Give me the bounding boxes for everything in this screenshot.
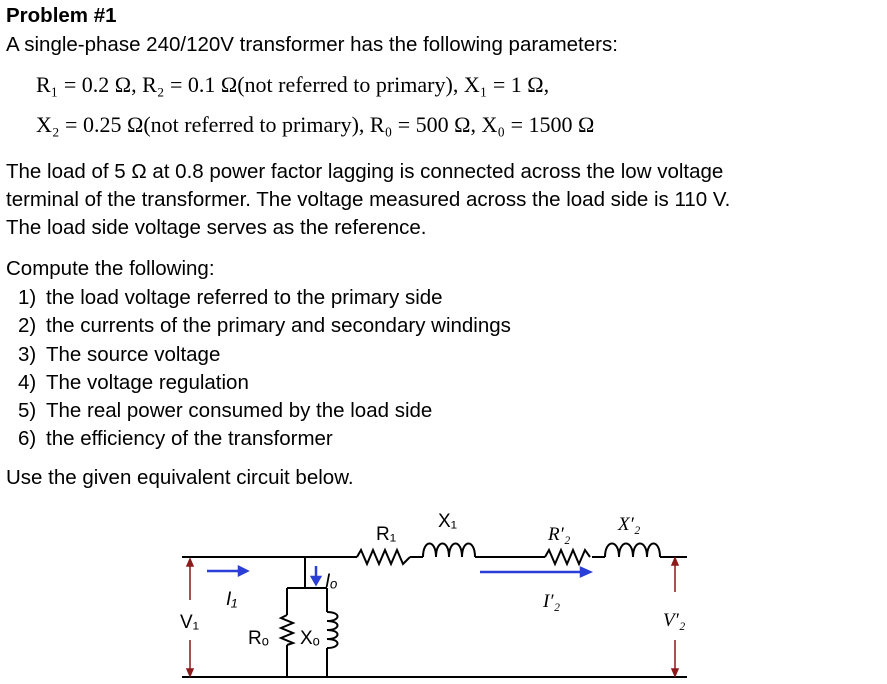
label-r2p: R′₂ bbox=[547, 524, 571, 545]
shunt-wire bbox=[286, 557, 328, 677]
problem-title: Problem #1 bbox=[6, 4, 117, 27]
list-item: 3) The source voltage bbox=[6, 341, 511, 369]
equation-line-2: X₂ = 0.25 Ω(not referred to primary), R₀… bbox=[36, 112, 595, 137]
item-text: The voltage regulation bbox=[46, 370, 249, 394]
item-text: the load voltage referred to the primary… bbox=[46, 286, 443, 309]
equation-line-1: R₁ = 0.2 Ω, R₂ = 0.1 Ω(not referred to p… bbox=[36, 72, 550, 97]
compute-heading: Compute the following: bbox=[6, 257, 215, 280]
label-io: Iₒ bbox=[325, 571, 338, 592]
label-x1: X₁ bbox=[438, 511, 457, 532]
xo-inductor bbox=[326, 611, 339, 649]
x1-inductor bbox=[422, 542, 476, 558]
item-number: 6) bbox=[18, 427, 37, 451]
para-line-1: The load of 5 Ω at 0.8 power factor lagg… bbox=[6, 160, 724, 183]
list-item: 1) the load voltage referred to the prima… bbox=[6, 284, 511, 312]
label-r1: R₁ bbox=[376, 524, 396, 545]
item-text: The source voltage bbox=[46, 342, 221, 366]
list-item: 6) the efficiency of the transformer bbox=[6, 425, 511, 453]
r2-resistor bbox=[544, 547, 591, 567]
para-line-2: terminal of the transformer. The voltage… bbox=[6, 188, 731, 211]
item-number: 4) bbox=[18, 370, 37, 394]
ro-resistor bbox=[278, 614, 296, 646]
item-text: the efficiency of the transformer bbox=[46, 427, 333, 451]
list-item: 2) the currents of the primary and second… bbox=[6, 312, 511, 340]
use-circuit-text: Use the given equivalent circuit below. bbox=[6, 466, 354, 489]
x2-inductor bbox=[604, 542, 661, 558]
item-number: 3) bbox=[18, 342, 37, 366]
task-list: 1) the load voltage referred to the prima… bbox=[6, 284, 511, 454]
r1-resistor bbox=[356, 547, 411, 567]
label-x2p: X′₂ bbox=[617, 514, 641, 535]
label-xo: Xₒ bbox=[300, 628, 320, 649]
label-v1: V₁ bbox=[180, 612, 199, 633]
para-line-3: The load side voltage serves as the refe… bbox=[6, 216, 427, 239]
label-i2p: I′₂ bbox=[542, 591, 560, 612]
label-ro: Rₒ bbox=[248, 628, 269, 649]
intro-text: A single-phase 240/120V transformer has … bbox=[6, 33, 618, 56]
list-item: 4) The voltage regulation bbox=[6, 369, 511, 397]
item-text: the currents of the primary and secondar… bbox=[46, 314, 511, 338]
item-number: 5) bbox=[18, 399, 37, 423]
label-v2p: V′₂ bbox=[663, 610, 686, 631]
item-number: 2) bbox=[18, 314, 37, 338]
list-item: 5) The real power consumed by the load si… bbox=[6, 397, 511, 425]
item-text: The real power consumed by the load side bbox=[46, 399, 433, 423]
label-i1: I₁ bbox=[226, 589, 237, 610]
item-number: 1) bbox=[18, 286, 37, 309]
